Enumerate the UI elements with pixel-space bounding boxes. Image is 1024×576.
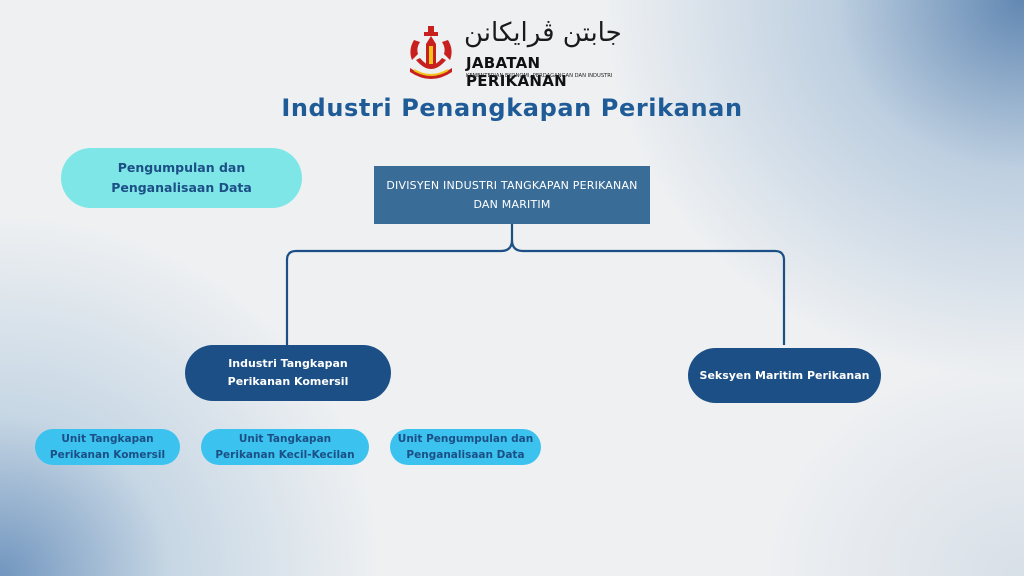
branch-node-commercial-fishing: Industri Tangkapan Perikanan Komersil xyxy=(185,345,391,401)
branch-node-maritime-section: Seksyen Maritim Perikanan xyxy=(688,348,881,403)
branch-node-line1: Seksyen Maritim Perikanan xyxy=(699,369,870,382)
connector-root-to-right xyxy=(510,239,786,345)
unit-node-line1: Unit Tangkapan xyxy=(61,433,154,445)
logo-arabic-text: جابتن ڤرايكانن xyxy=(464,18,622,48)
connector-root-to-left xyxy=(285,224,514,345)
root-node-line1: DIVISYEN INDUSTRI TANGKAPAN PERIKANAN xyxy=(386,179,638,192)
unit-node-data-collection: Unit Pengumpulan dan Penganalisaan Data xyxy=(390,429,541,465)
unit-node-commercial: Unit Tangkapan Perikanan Komersil xyxy=(35,429,180,465)
side-node-line2: Penganalisaan Data xyxy=(111,180,252,195)
root-node-division: DIVISYEN INDUSTRI TANGKAPAN PERIKANAN DA… xyxy=(374,166,650,224)
unit-node-line2: Perikanan Komersil xyxy=(49,449,166,461)
unit-node-line1: Unit Tangkapan xyxy=(238,433,332,445)
unit-node-line2: Penganalisaan Data xyxy=(406,449,525,461)
logo-subtitle: KEMENTERIAN EKONOMI, PERDAGANGAN DAN IND… xyxy=(466,73,613,79)
logo-title: JABATAN PERIKANAN xyxy=(466,54,568,90)
side-node-data-collection: Pengumpulan dan Penganalisaan Data xyxy=(61,148,302,208)
unit-node-line2: Perikanan Kecil-Kecilan xyxy=(215,449,355,461)
root-node-line2: DAN MARITIM xyxy=(473,198,551,211)
branch-node-line1: Industri Tangkapan xyxy=(228,357,348,370)
page-title: Industri Penangkapan Perikanan xyxy=(281,94,743,122)
side-node-line1: Pengumpulan dan xyxy=(117,160,246,175)
department-logo: جابتن ڤرايكانن JABATAN PERIKANAN KEMENTE… xyxy=(404,18,628,90)
emblem-icon xyxy=(410,26,452,79)
branch-node-line2: Perikanan Komersil xyxy=(227,375,349,388)
unit-node-small-scale: Unit Tangkapan Perikanan Kecil-Kecilan xyxy=(201,429,369,465)
unit-node-line1: Unit Pengumpulan dan xyxy=(397,433,534,445)
